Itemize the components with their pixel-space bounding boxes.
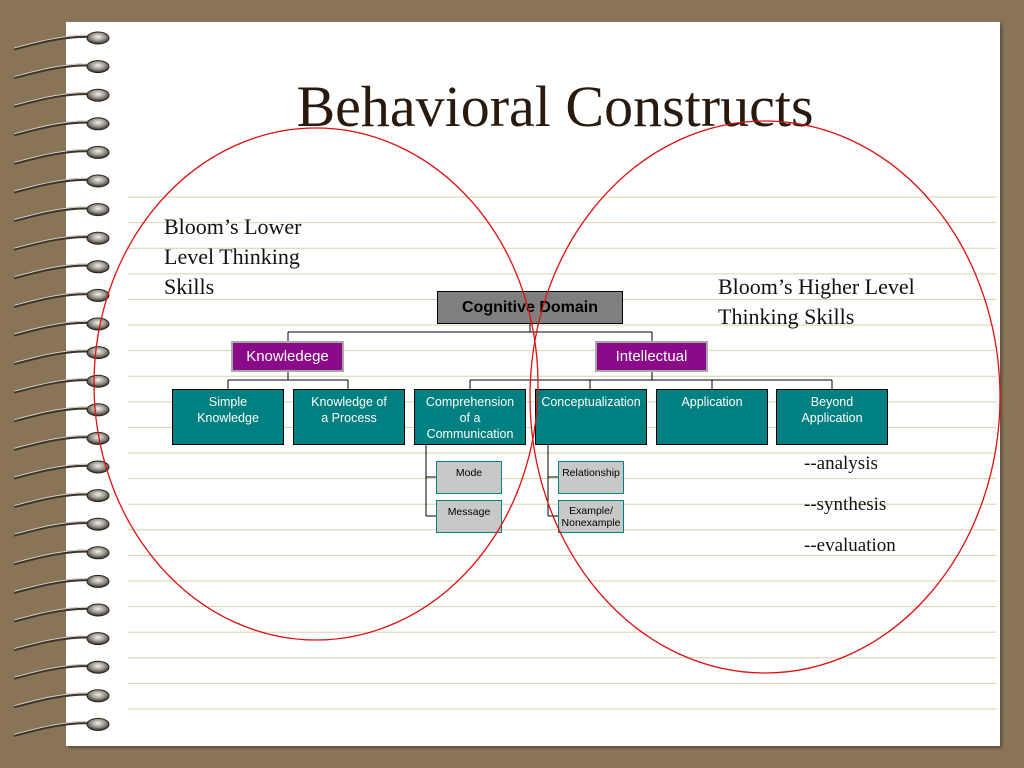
mode-box: Mode — [436, 461, 502, 494]
knowledge-box: Knowledege — [231, 341, 344, 372]
box-line: Communication — [426, 427, 514, 441]
comprehension-box: Comprehension of a Communication — [414, 389, 526, 445]
conceptualization-box: Conceptualization — [535, 389, 647, 445]
connector-comprehension-children — [425, 445, 436, 517]
connector-knowledge-children — [227, 372, 349, 389]
example-nonexample-box: Example/ Nonexample — [558, 500, 624, 533]
spiral-ring — [13, 689, 110, 709]
relationship-box: Relationship — [558, 461, 624, 494]
box-line: Knowledge of — [311, 395, 387, 409]
connector-conceptualization-children — [547, 445, 558, 517]
connector-intellectual-children — [469, 372, 833, 389]
box-line: Beyond — [810, 395, 854, 409]
message-box: Message — [436, 500, 502, 533]
spiral-ring — [13, 31, 110, 51]
spiral-ring — [13, 660, 110, 680]
box-line: Knowledge — [197, 411, 259, 425]
box-line: Application — [801, 411, 863, 425]
beyond-application-box: Beyond Application — [776, 389, 888, 445]
box-line: Application — [681, 395, 743, 409]
box-line: Simple — [208, 395, 248, 409]
cognitive-domain-box: Cognitive Domain — [437, 291, 623, 324]
knowledge-of-process-box: Knowledge of a Process — [293, 389, 405, 445]
box-line: Comprehension — [425, 395, 515, 409]
spiral-ring — [13, 60, 110, 80]
box-line: of a — [459, 411, 481, 425]
intellectual-box: Intellectual — [595, 341, 708, 372]
spiral-ring — [13, 117, 110, 137]
simple-knowledge-box: Simple Knowledge — [172, 389, 284, 445]
application-box: Application — [656, 389, 768, 445]
box-line: a Process — [321, 411, 377, 425]
connector-root-level2 — [287, 324, 653, 341]
spiral-ring — [13, 88, 110, 108]
spiral-ring — [13, 717, 110, 737]
box-line: Conceptualization — [541, 395, 641, 409]
